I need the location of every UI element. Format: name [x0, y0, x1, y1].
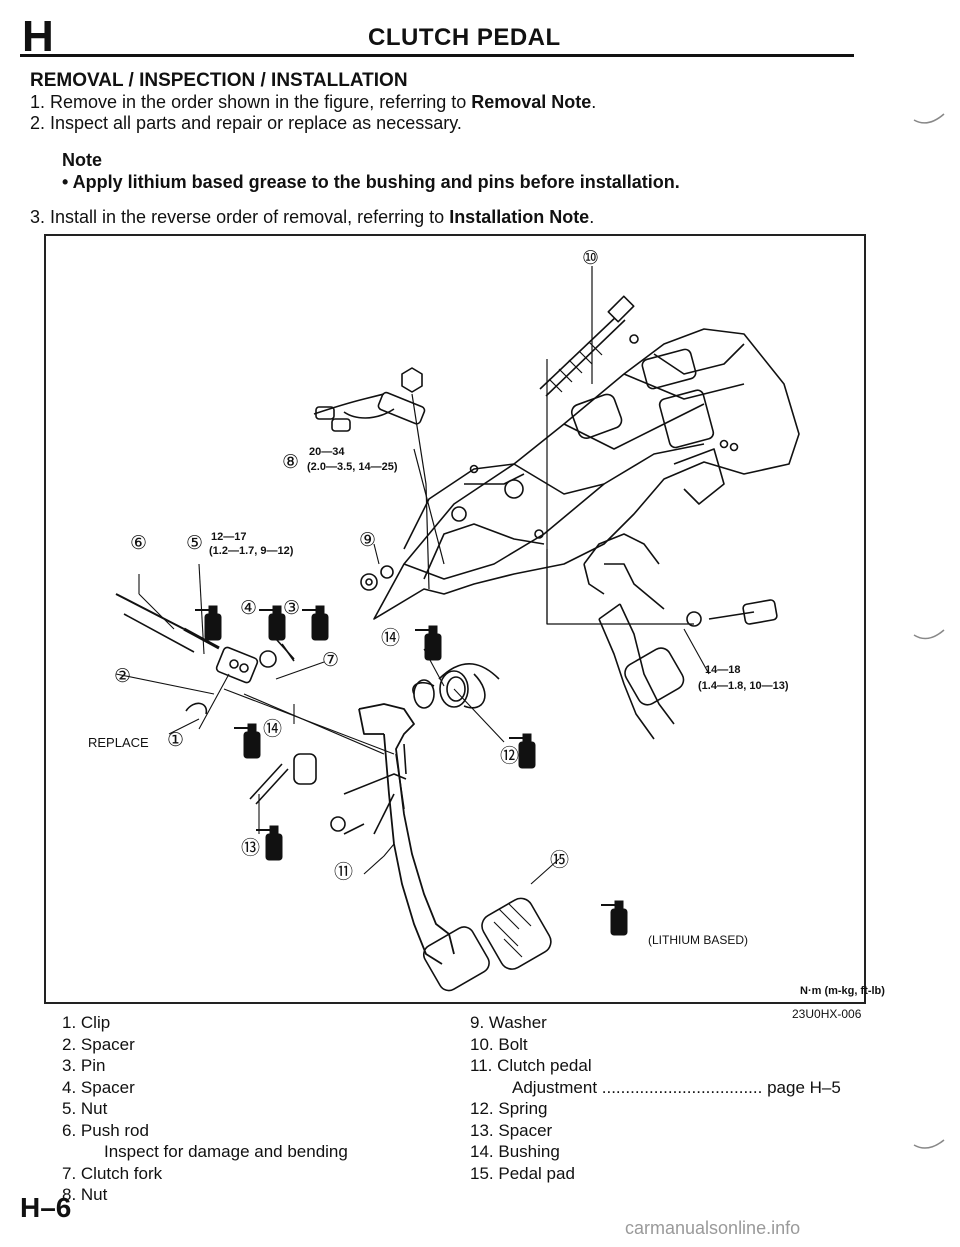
list-item-subnote: Inspect for damage and bending	[104, 1142, 348, 1161]
installation-note-link: Installation Note	[449, 207, 590, 227]
callout-7: ⑦	[322, 650, 339, 671]
step-2: 2. Inspect all parts and repair or repla…	[30, 113, 462, 133]
section-letter: H	[22, 12, 54, 61]
page-number: H–6	[20, 1192, 72, 1223]
callout-14-upper: ⑭	[381, 627, 400, 649]
list-item: 11. Clutch pedal	[470, 1056, 592, 1075]
callout-15: ⑮	[550, 849, 569, 871]
step-3-text: 3. Install in the reverse order of remov…	[30, 207, 450, 227]
list-item: 12. Spring	[470, 1099, 548, 1118]
note-label: Note	[62, 150, 102, 170]
torque-10-nm: 14—18	[705, 664, 740, 676]
parts-list-right: 9. Washer 10. Bolt 11. Clutch pedal Adju…	[470, 1012, 841, 1184]
unit-note: N·m (m-kg, ft-lb)	[800, 985, 885, 997]
lithium-grease-label: (LITHIUM BASED)	[648, 933, 749, 947]
step-1-text: 1. Remove in the order shown in the figu…	[30, 92, 472, 112]
step-3: 3. Install in the reverse order of remov…	[30, 207, 594, 228]
list-item-subnote: Adjustment .............................…	[512, 1077, 841, 1097]
callout-5: ⑤	[186, 533, 203, 554]
replace-label: REPLACE	[88, 735, 149, 750]
list-item: 6. Push rod	[62, 1120, 149, 1140]
callout-11: ⑪	[334, 861, 353, 883]
list-item: 2. Spacer	[62, 1034, 135, 1054]
callout-14-lower: ⑭	[263, 718, 282, 740]
list-item: 3. Pin	[62, 1056, 106, 1075]
page-title: CLUTCH PEDAL	[368, 24, 561, 51]
list-item: 15. Pedal pad	[470, 1163, 575, 1183]
torque-8-alt: (2.0—3.5, 14—25)	[307, 461, 398, 473]
header-rule	[20, 54, 854, 57]
list-item: 14. Bushing	[470, 1142, 560, 1161]
torque-10-alt: (1.4—1.8, 10—13)	[698, 680, 789, 692]
callout-2: ②	[114, 666, 131, 687]
torque-5-alt: (1.2—1.7, 9—12)	[209, 545, 294, 557]
callout-10: ⑩	[582, 248, 599, 269]
note-text: • Apply lithium based grease to the bush…	[62, 172, 680, 192]
callout-1: ①	[167, 730, 184, 751]
step-1-end: .	[591, 92, 597, 112]
margin-marks	[913, 113, 945, 1149]
callout-8: ⑧	[282, 452, 299, 473]
exploded-view-figure	[44, 234, 866, 1004]
watermark: carmanualsonline.info	[625, 1218, 801, 1238]
section-heading: REMOVAL / INSPECTION / INSTALLATION	[30, 70, 408, 91]
step-3-end: .	[589, 207, 595, 227]
callout-6: ⑥	[130, 533, 147, 554]
list-item: 9. Washer	[470, 1013, 547, 1032]
clutch-pedal-diagram: ⑩ ⑧ ⑥ ⑤ ⑨ ④ ③ ⑭ ⑦ ② ① ⑭ ⑫ ⑬ ⑪ ⑮ 20—34 (2…	[114, 248, 800, 992]
callout-9: ⑨	[359, 530, 376, 551]
list-item: 10. Bolt	[470, 1034, 528, 1054]
list-item: 1. Clip	[62, 1013, 111, 1032]
callout-4: ④	[240, 598, 257, 619]
callout-13: ⑬	[241, 837, 260, 859]
torque-8-nm: 20—34	[309, 446, 345, 458]
callout-3: ③	[283, 598, 300, 619]
list-item: 7. Clutch fork	[62, 1163, 163, 1183]
figure-id: 23U0HX-006	[792, 1007, 862, 1021]
step-1: 1. Remove in the order shown in the figu…	[30, 92, 596, 113]
parts-list-left: 1. Clip 2. Spacer 3. Pin 4. Spacer 5. Nu…	[62, 1012, 348, 1206]
list-item: 5. Nut	[62, 1099, 108, 1118]
torque-5-nm: 12—17	[211, 531, 246, 543]
callout-12: ⑫	[500, 745, 519, 767]
removal-note-link: Removal Note	[471, 92, 592, 112]
list-item: 13. Spacer	[470, 1120, 553, 1140]
list-item: 4. Spacer	[62, 1077, 135, 1097]
list-item: 8. Nut	[62, 1185, 108, 1204]
